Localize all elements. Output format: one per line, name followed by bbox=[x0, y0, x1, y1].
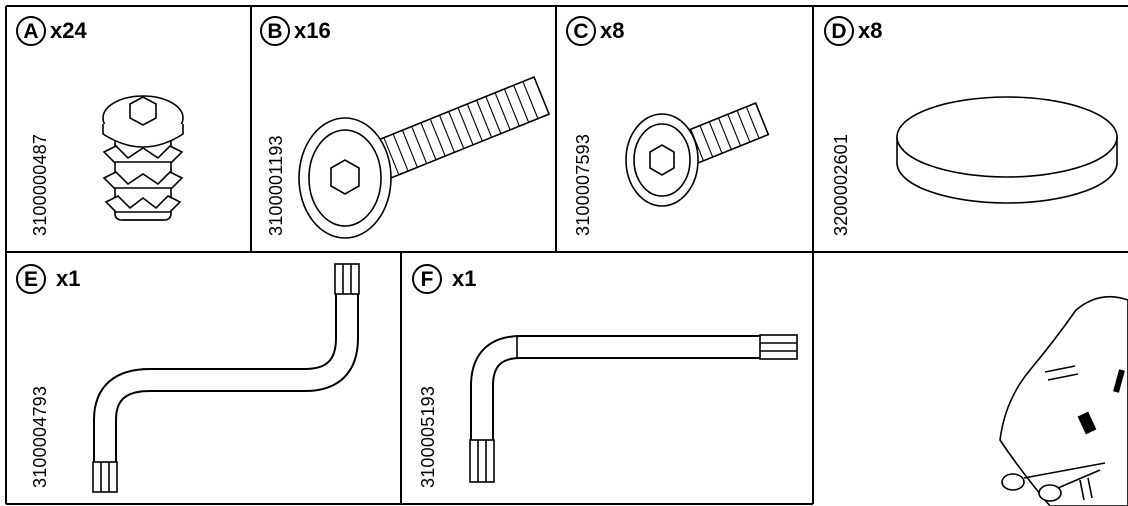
part-b-letter: B bbox=[260, 16, 290, 46]
round-pad-icon bbox=[896, 96, 1118, 204]
short-bolt-icon bbox=[625, 101, 770, 207]
part-a-quantity: x24 bbox=[50, 18, 87, 43]
part-c-letter: C bbox=[566, 16, 596, 46]
part-b-quantity: x16 bbox=[294, 18, 331, 43]
part-c-quantity: x8 bbox=[600, 18, 625, 43]
part-a-letter: A bbox=[16, 16, 46, 46]
part-e-number: 3100004793 bbox=[30, 385, 50, 488]
part-c-number: 3100007593 bbox=[573, 133, 593, 236]
s-shaped-hex-key-icon bbox=[92, 263, 360, 493]
part-e-quantity: x1 bbox=[56, 266, 81, 291]
part-d-label: D x8 bbox=[824, 16, 882, 46]
part-c-label: C x8 bbox=[566, 16, 624, 46]
part-d-number: 3200002601 bbox=[831, 133, 851, 236]
part-f-quantity: x1 bbox=[452, 266, 477, 291]
part-d-letter: D bbox=[824, 16, 854, 46]
l-shaped-hex-key-icon bbox=[469, 334, 798, 483]
part-b-label: B x16 bbox=[260, 16, 331, 46]
part-a-label: A x24 bbox=[16, 16, 87, 46]
part-f-label: F x1 bbox=[412, 264, 476, 294]
part-e-label: E x1 bbox=[16, 264, 80, 294]
threaded-insert-icon bbox=[102, 95, 184, 221]
part-f-letter: F bbox=[412, 264, 442, 294]
bag-and-scissors-icon bbox=[999, 295, 1128, 506]
long-bolt-icon bbox=[298, 75, 551, 239]
part-b-number: 3100001193 bbox=[266, 135, 286, 236]
part-a-number: 3100000487 bbox=[30, 133, 50, 236]
part-d-quantity: x8 bbox=[858, 18, 883, 43]
part-e-letter: E bbox=[16, 264, 46, 294]
part-f-number: 3100005193 bbox=[418, 385, 438, 488]
